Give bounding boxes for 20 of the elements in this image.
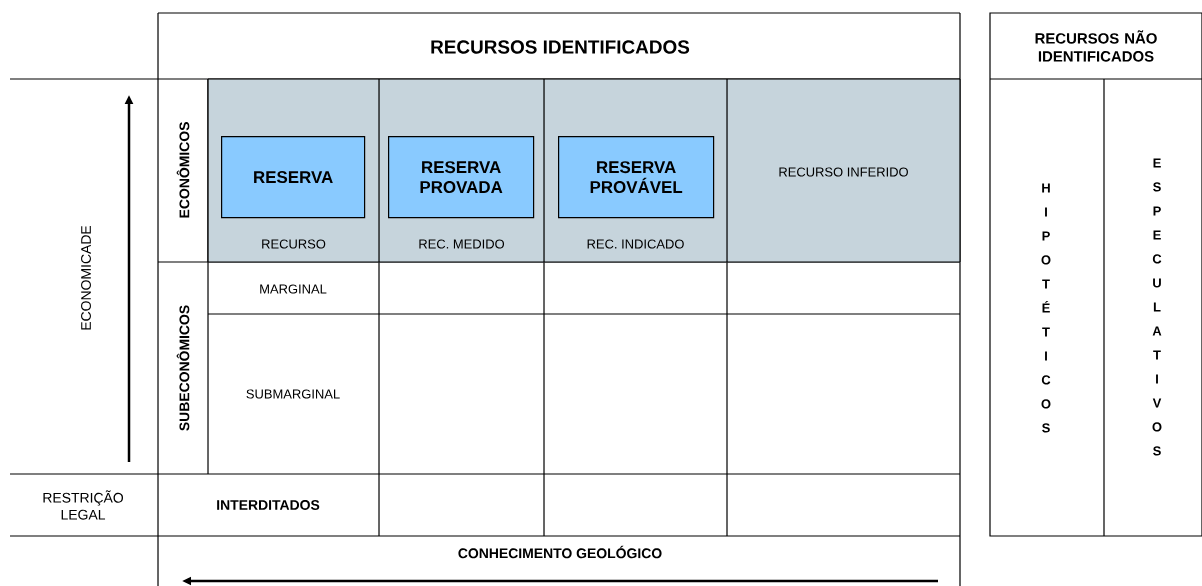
- row-label: ECONÔMICOS: [176, 122, 190, 218]
- column-label: HIPOTÉTICOS: [1041, 183, 1051, 433]
- axis-label: ECONOMICADE: [81, 225, 91, 330]
- node-label: REC. INDICADO: [587, 239, 684, 249]
- row-label: SUBECONÔMICOS: [176, 305, 190, 431]
- axis-label: CONHECIMENTO GEOLÓGICO: [458, 545, 662, 559]
- column-label: ESPECULATIVOS: [1152, 158, 1162, 456]
- node-label: RECURSO INFERIDO: [779, 167, 908, 177]
- row-label: RESTRIÇÃO LEGAL: [43, 490, 124, 520]
- node-label: REC. MEDIDO: [419, 239, 505, 249]
- heading: RECURSOS IDENTIFICADOS: [431, 40, 690, 54]
- reserve-box: RESERVA: [221, 136, 366, 219]
- row-label: SUBMARGINAL: [246, 389, 340, 399]
- row-label: INTERDITADOS: [217, 500, 320, 510]
- row-label: MARGINAL: [260, 284, 327, 294]
- reserve-box: RESERVA PROVADA: [388, 136, 535, 219]
- shaded-cell: RECURSO INFERIDO: [727, 79, 961, 263]
- node-label: RECURSO: [262, 239, 326, 249]
- heading: RECURSOS NÃO IDENTIFICADOS: [1035, 30, 1157, 62]
- reserve-box: RESERVA PROVÁVEL: [558, 136, 715, 219]
